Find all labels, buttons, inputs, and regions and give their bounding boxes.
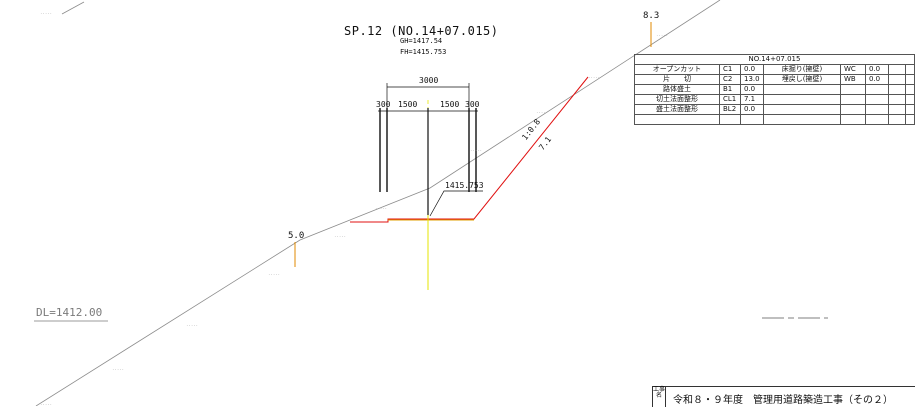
existing-ground-line xyxy=(35,0,721,406)
ground-point-mark: ····· xyxy=(470,148,483,153)
table-row: オープンカット C1 0.0 床掘り(擁壁) WC 0.0 xyxy=(634,64,915,75)
row-symbol: C2 xyxy=(719,74,741,85)
ground-point-mark: ····· xyxy=(268,272,281,277)
row-item: 切土法面整形 xyxy=(634,94,720,105)
table-row: 切土法面整形 CL1 7.1 xyxy=(634,94,915,105)
fh-leader xyxy=(429,190,483,217)
row-symbol: B1 xyxy=(719,84,741,95)
fh-elevation-label: 1415.753 xyxy=(445,181,484,190)
row-value xyxy=(740,114,764,125)
row-value-2 xyxy=(865,114,889,125)
row-pad xyxy=(905,94,915,105)
row-item-2 xyxy=(763,84,841,95)
row-symbol-2: WC xyxy=(840,64,866,75)
row-item-2: 床掘り(擁壁) xyxy=(763,64,841,75)
row-value: 0.0 xyxy=(740,64,764,75)
datum-level-label: DL=1412.00 xyxy=(36,306,103,319)
table-row: 路体盛土 B1 0.0 xyxy=(634,84,915,95)
design-section-line xyxy=(350,76,589,223)
row-symbol-2 xyxy=(840,84,866,95)
row-item-2 xyxy=(763,104,841,115)
dim-total-width: 3000 xyxy=(419,76,439,85)
row-item: オープンカット xyxy=(634,64,720,75)
row-pad xyxy=(888,94,906,105)
dim-right-outer: 300 xyxy=(465,100,480,109)
ground-point-mark: ····· xyxy=(112,367,125,372)
dim-left-outer: 300 xyxy=(376,100,391,109)
ground-line-stub xyxy=(61,1,85,15)
row-symbol: BL2 xyxy=(719,104,741,115)
row-pad xyxy=(888,64,906,75)
table-row: 片 切 C2 13.0 埋戻し(擁壁) WB 0.0 xyxy=(634,74,915,85)
row-pad xyxy=(905,104,915,115)
row-symbol-2: WB xyxy=(840,74,866,85)
row-value-2: 0.0 xyxy=(865,74,889,85)
row-pad xyxy=(905,64,915,75)
row-value: 13.0 xyxy=(740,74,764,85)
ground-height: GH=1417.54 xyxy=(400,37,443,45)
row-pad xyxy=(905,114,915,125)
row-pad xyxy=(888,84,906,95)
stake-right-label: 8.3 xyxy=(643,11,660,21)
quantity-table-header: NO.14+07.015 xyxy=(634,54,915,65)
row-symbol-2 xyxy=(840,114,866,125)
row-pad xyxy=(888,114,906,125)
row-pad xyxy=(905,74,915,85)
row-item: 盛土法面整形 xyxy=(634,104,720,115)
ground-point-mark: ····· xyxy=(40,11,53,16)
row-item-2 xyxy=(763,114,841,125)
title-block-caption: 工事名 xyxy=(653,387,666,407)
row-symbol xyxy=(719,114,741,125)
formation-height: FH=1415.753 xyxy=(400,48,447,56)
row-item-2: 埋戻し(擁壁) xyxy=(763,74,841,85)
table-row: 盛土法面整形 BL2 0.0 xyxy=(634,104,915,115)
section-title: SP.12 (NO.14+07.015) xyxy=(344,24,499,38)
row-item: 路体盛土 xyxy=(634,84,720,95)
row-value: 7.1 xyxy=(740,94,764,105)
row-item-2 xyxy=(763,94,841,105)
ground-point-mark: ····· xyxy=(334,234,347,239)
table-row xyxy=(634,114,915,125)
dim-left-inner: 1500 xyxy=(398,100,418,109)
row-pad xyxy=(888,74,906,85)
row-symbol-2 xyxy=(840,94,866,105)
title-block: 工事名 令和８・９年度 管理用道路築造工事（その２） xyxy=(652,386,915,407)
ground-point-mark: ····· xyxy=(588,75,601,80)
row-value-2 xyxy=(865,104,889,115)
row-symbol-2 xyxy=(840,104,866,115)
row-value-2 xyxy=(865,84,889,95)
row-value: 0.0 xyxy=(740,84,764,95)
stake-left-label: 5.0 xyxy=(288,231,305,241)
row-value-2 xyxy=(865,94,889,105)
row-symbol: CL1 xyxy=(719,94,741,105)
dim-right-inner: 1500 xyxy=(440,100,460,109)
row-symbol: C1 xyxy=(719,64,741,75)
quantity-table: NO.14+07.015 オープンカット C1 0.0 床掘り(擁壁) WC 0… xyxy=(634,54,915,125)
ground-point-mark: ····· xyxy=(536,110,549,115)
ground-point-mark: ····· xyxy=(186,323,199,328)
row-pad xyxy=(888,104,906,115)
row-value-2: 0.0 xyxy=(865,64,889,75)
row-pad xyxy=(905,84,915,95)
row-item xyxy=(634,114,720,125)
project-name: 令和８・９年度 管理用道路築造工事（その２） xyxy=(673,395,893,406)
row-value: 0.0 xyxy=(740,104,764,115)
ground-point-mark: ····· xyxy=(40,402,53,407)
row-item: 片 切 xyxy=(634,74,720,85)
ground-point-mark: ····· xyxy=(375,206,388,211)
ground-point-mark: ····· xyxy=(656,33,669,38)
